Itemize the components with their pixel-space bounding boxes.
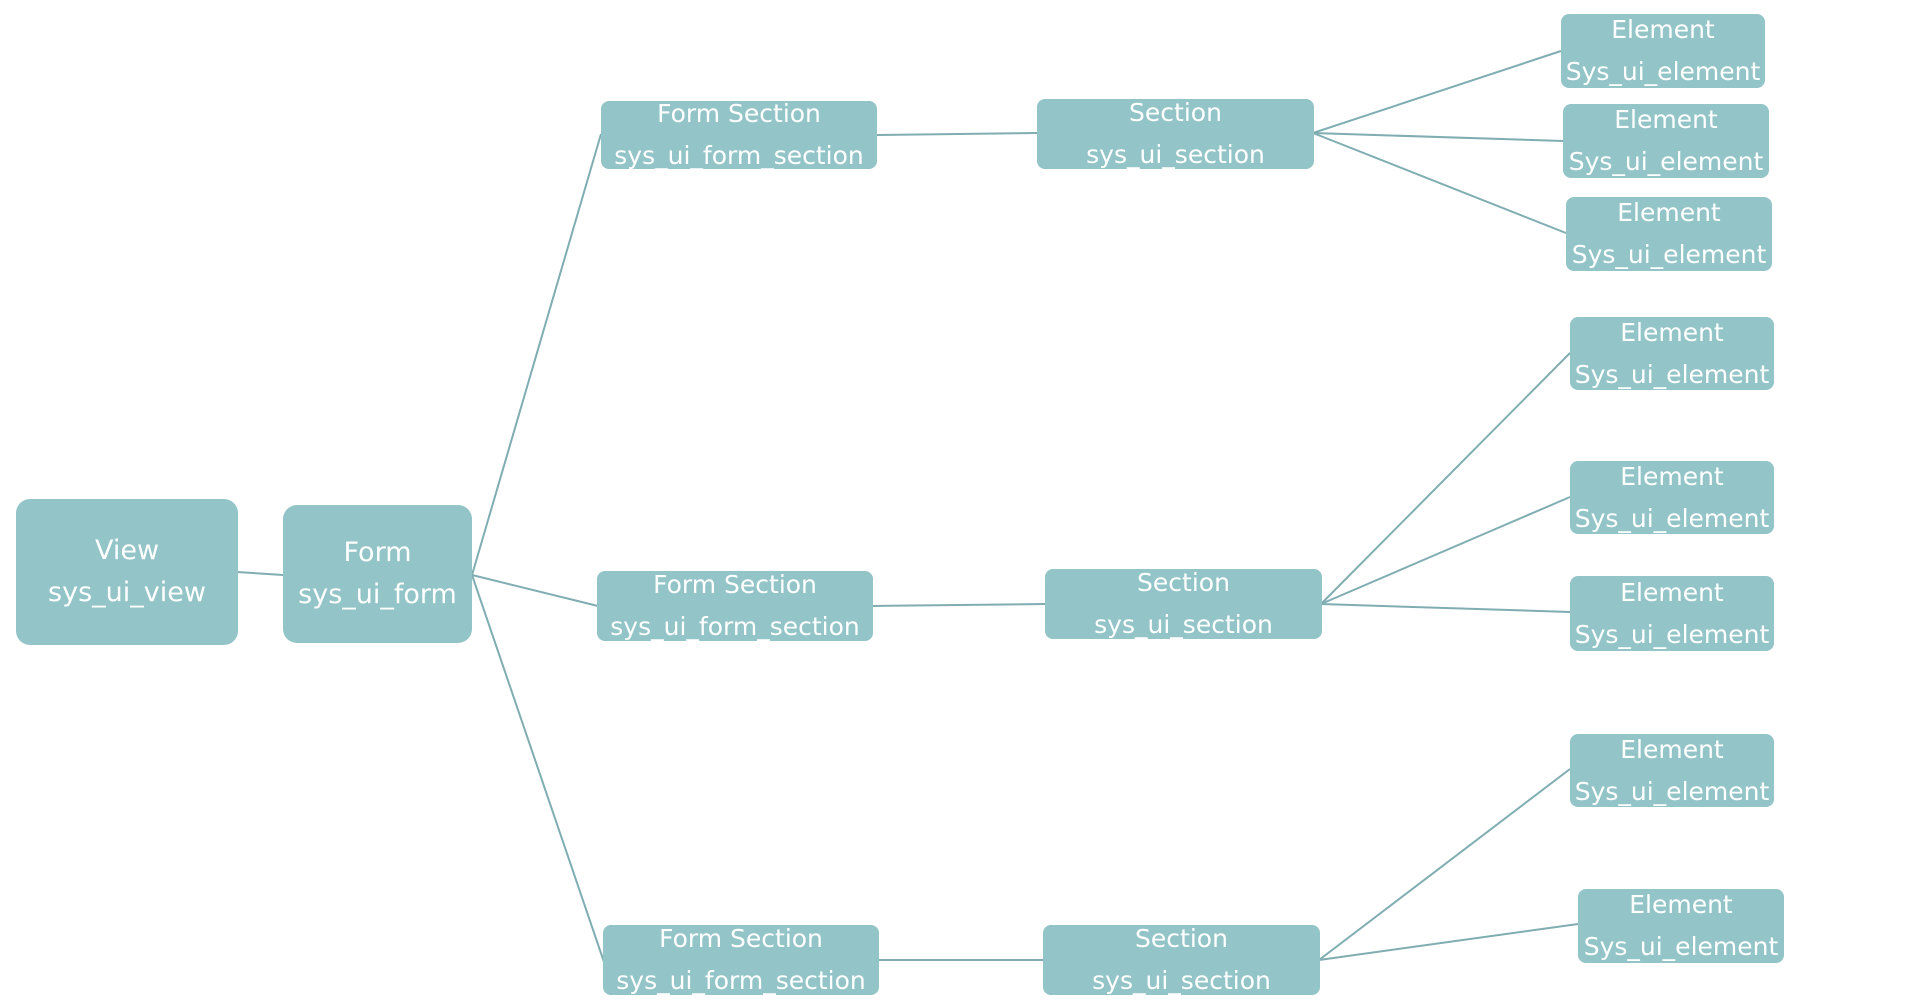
- connector-section1-element-2: [1312, 132, 1564, 142]
- element-title: Element: [1620, 317, 1724, 347]
- element-title: Element: [1620, 577, 1724, 607]
- form-section-title: Form Section: [657, 99, 821, 128]
- form-section-table: sys_ui_form_section: [614, 141, 864, 170]
- connector-section1-element-1: [1312, 50, 1562, 134]
- view-node[interactable]: View sys_ui_view: [16, 499, 238, 645]
- connector-section2-element-5: [1320, 496, 1571, 605]
- form-section-title: Form Section: [659, 924, 823, 953]
- element-node[interactable]: Element Sys_ui_element: [1563, 104, 1769, 178]
- element-title: Element: [1614, 105, 1718, 134]
- element-node[interactable]: Element Sys_ui_element: [1570, 734, 1774, 807]
- form-section-table: sys_ui_form_section: [616, 966, 866, 995]
- form-section-node[interactable]: Form Section sys_ui_form_section: [597, 570, 873, 641]
- form-node[interactable]: Form sys_ui_form: [283, 505, 472, 643]
- connector-form-formsection-2: [471, 574, 599, 607]
- form-section-node[interactable]: Form Section sys_ui_form_section: [603, 924, 879, 995]
- element-title: Element: [1620, 734, 1724, 764]
- section-node[interactable]: Section sys_ui_section: [1043, 924, 1320, 995]
- element-node[interactable]: Element Sys_ui_element: [1570, 461, 1774, 534]
- section-title: Section: [1129, 98, 1222, 127]
- section-table: sys_ui_section: [1086, 140, 1265, 169]
- connector-form-formsection-1: [471, 133, 602, 576]
- connector-formsection-section-2: [871, 603, 1046, 607]
- section-table: sys_ui_section: [1092, 966, 1271, 995]
- connector-section1-element-3: [1312, 132, 1567, 234]
- element-node[interactable]: Element Sys_ui_element: [1570, 576, 1774, 651]
- element-table: Sys_ui_element: [1574, 776, 1770, 806]
- section-node[interactable]: Section sys_ui_section: [1037, 98, 1314, 169]
- section-title: Section: [1137, 568, 1230, 597]
- element-table: Sys_ui_element: [1571, 240, 1767, 269]
- element-title: Element: [1629, 890, 1733, 919]
- section-node[interactable]: Section sys_ui_section: [1045, 568, 1322, 639]
- section-table: sys_ui_section: [1094, 610, 1273, 639]
- connector-view-form: [236, 571, 284, 576]
- connector-section2-element-6: [1320, 603, 1571, 613]
- connector-form-formsection-3: [471, 574, 605, 963]
- element-node[interactable]: Element Sys_ui_element: [1561, 14, 1765, 88]
- element-node[interactable]: Element Sys_ui_element: [1570, 317, 1774, 390]
- element-title: Element: [1611, 15, 1715, 44]
- connector-section3-element-8: [1318, 923, 1579, 961]
- element-table: Sys_ui_element: [1574, 619, 1770, 649]
- form-section-node[interactable]: Form Section sys_ui_form_section: [601, 99, 877, 170]
- element-title: Element: [1620, 461, 1724, 491]
- section-title: Section: [1135, 924, 1228, 953]
- form-section-table: sys_ui_form_section: [610, 612, 860, 641]
- element-table: Sys_ui_element: [1583, 932, 1779, 961]
- view-node-table: sys_ui_view: [48, 577, 206, 608]
- form-section-title: Form Section: [653, 570, 817, 599]
- connector-section3-element-7: [1318, 768, 1571, 961]
- view-node-title: View: [94, 535, 160, 566]
- element-table: Sys_ui_element: [1565, 57, 1761, 86]
- element-node[interactable]: Element Sys_ui_element: [1566, 197, 1772, 271]
- connector-formsection-section-1: [875, 132, 1038, 136]
- form-node-table: sys_ui_form: [298, 579, 457, 610]
- element-title: Element: [1617, 198, 1721, 227]
- element-table: Sys_ui_element: [1574, 503, 1770, 533]
- element-node[interactable]: Element Sys_ui_element: [1578, 889, 1784, 963]
- connector-section2-element-4: [1320, 352, 1571, 605]
- element-table: Sys_ui_element: [1574, 359, 1770, 389]
- form-node-title: Form: [343, 537, 412, 568]
- element-table: Sys_ui_element: [1568, 147, 1764, 176]
